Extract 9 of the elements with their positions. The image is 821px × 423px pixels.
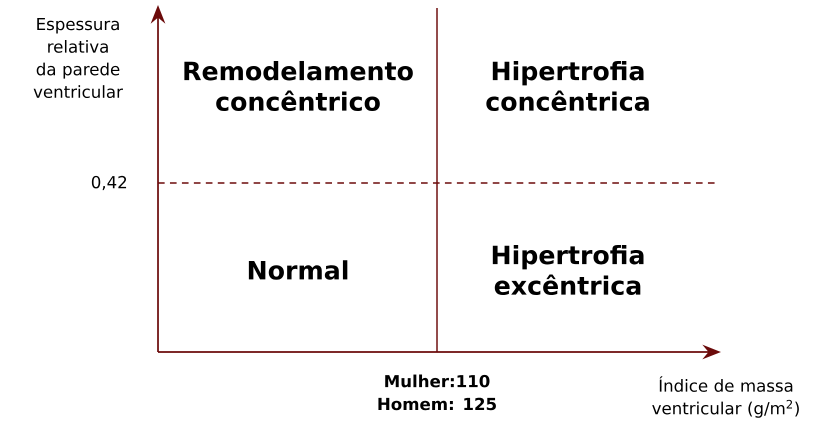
axis-title: Espessura relativa da parede ventricular	[34, 18, 123, 98]
quadrant-label: Remodelamento concêntrico	[184, 60, 413, 112]
threshold-label: Homem: 125	[378, 398, 496, 410]
threshold-label: Mulher:110	[385, 374, 490, 388]
quadrant-label: Hipertrofia concêntrica	[486, 60, 649, 112]
axis-title: Índice de massa ventricular (g/m$^{2}$)	[652, 376, 799, 418]
quadrant-label: Normal	[248, 260, 348, 280]
quadrant-label: Hipertrofia excêntrica	[492, 244, 644, 296]
tick-label: 0,42	[92, 176, 126, 190]
